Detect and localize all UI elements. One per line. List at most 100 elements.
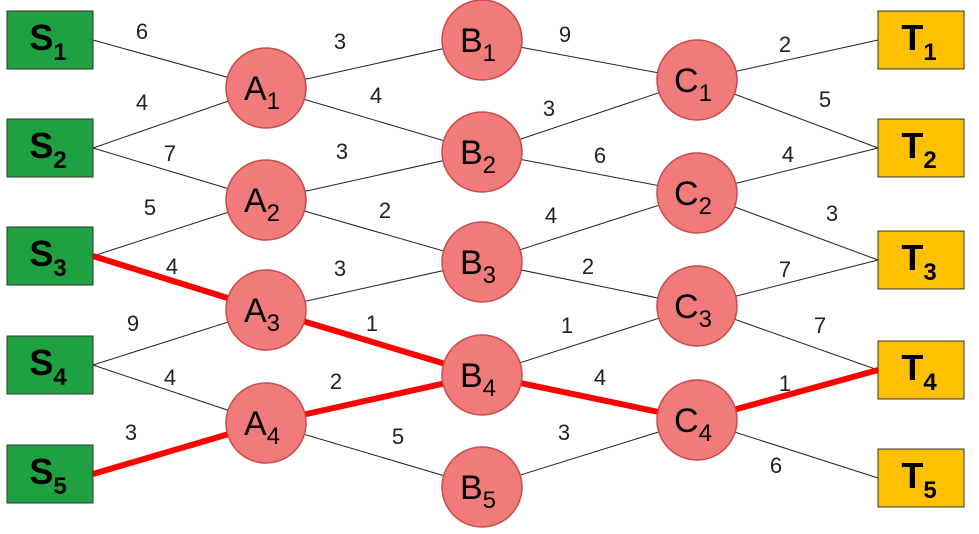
- node-subscript: 2: [923, 147, 936, 174]
- edge-weight-a4-b5: 5: [392, 424, 404, 449]
- node-subscript: 5: [923, 477, 936, 504]
- node-label: T1: [901, 17, 936, 66]
- node-circle: [225, 47, 307, 129]
- edge-weight-s3-a2: 5: [144, 195, 156, 220]
- node-subscript: 1: [699, 80, 712, 107]
- nodes-layer: S1S2S3S4S5A1A2A3A4B1B2B3B4B5C1C2C3C4T1T2…: [6, 0, 965, 528]
- edge-weight-a3-b4: 1: [366, 311, 378, 336]
- node-c2: C2: [656, 152, 738, 234]
- node-letter: T: [901, 347, 923, 388]
- edge-weight-b1-c1: 9: [559, 22, 571, 47]
- node-letter: T: [901, 455, 923, 496]
- node-label: T5: [901, 455, 936, 504]
- node-letter: T: [901, 125, 923, 166]
- edge-weight-s2-a1: 4: [136, 90, 148, 115]
- node-box: [6, 118, 94, 178]
- node-label: A3: [244, 292, 280, 337]
- node-box: [6, 444, 94, 504]
- node-subscript: 4: [923, 369, 937, 396]
- node-a2: A2: [225, 159, 307, 241]
- node-a1: A1: [225, 47, 307, 129]
- node-letter: A: [244, 70, 267, 108]
- node-b2: B2: [441, 111, 523, 193]
- node-subscript: 2: [483, 152, 496, 179]
- node-t2: T2: [877, 118, 965, 178]
- node-subscript: 4: [53, 364, 67, 391]
- node-b1: B1: [441, 0, 523, 81]
- node-circle: [441, 0, 523, 81]
- node-subscript: 1: [53, 39, 66, 66]
- node-subscript: 3: [53, 255, 66, 282]
- edge-weight-c2-t3: 3: [826, 201, 838, 226]
- edge-weight-b5-c4: 3: [558, 420, 570, 445]
- node-c3: C3: [656, 265, 738, 347]
- node-subscript: 1: [267, 88, 280, 115]
- node-t3: T3: [877, 230, 965, 290]
- node-label: B3: [460, 244, 496, 289]
- edge-weight-c1-t2: 5: [819, 87, 831, 112]
- node-circle: [656, 379, 738, 461]
- edge-weight-s3-a3: 4: [166, 254, 178, 279]
- node-t1: T1: [877, 10, 965, 70]
- node-subscript: 5: [483, 487, 496, 514]
- node-circle: [441, 334, 523, 416]
- node-letter: A: [244, 405, 267, 443]
- node-s2: S2: [6, 118, 94, 178]
- node-label: T2: [901, 125, 936, 174]
- node-label: S2: [29, 125, 66, 174]
- edge-weight-a4-b4: 2: [330, 369, 342, 394]
- edge-weight-c1-t1: 2: [779, 32, 791, 57]
- node-circle: [441, 446, 523, 528]
- node-circle: [225, 269, 307, 351]
- node-letter: C: [674, 288, 699, 326]
- node-box: [6, 335, 94, 395]
- node-circle: [656, 265, 738, 347]
- node-s1: S1: [6, 10, 94, 70]
- node-label: A1: [244, 70, 280, 115]
- node-label: C3: [674, 288, 712, 333]
- edge-weight-b2-c1: 3: [543, 96, 555, 121]
- node-letter: B: [460, 469, 483, 507]
- node-box: [877, 340, 965, 400]
- node-label: A2: [244, 182, 280, 227]
- node-letter: S: [29, 233, 53, 274]
- node-letter: C: [674, 402, 699, 440]
- node-label: B4: [460, 357, 496, 402]
- node-circle: [441, 221, 523, 303]
- node-subscript: 4: [699, 420, 712, 447]
- edge-weight-c3-t3: 7: [779, 257, 791, 282]
- node-s4: S4: [6, 335, 94, 395]
- node-a3: A3: [225, 269, 307, 351]
- edge-weight-s1-a1: 6: [136, 19, 148, 44]
- edge-weight-a1-b2: 4: [370, 83, 382, 108]
- edge-weight-s4-a3: 9: [127, 311, 139, 336]
- edge-weight-c4-t5: 6: [770, 453, 782, 478]
- node-subscript: 2: [699, 193, 712, 220]
- node-circle: [225, 382, 307, 464]
- node-subscript: 4: [267, 423, 280, 450]
- node-subscript: 3: [699, 306, 712, 333]
- node-subscript: 3: [267, 310, 280, 337]
- node-letter: S: [29, 17, 53, 58]
- node-label: A4: [244, 405, 280, 450]
- node-letter: C: [674, 62, 699, 100]
- node-b4: B4: [441, 334, 523, 416]
- node-label: S5: [29, 451, 66, 500]
- node-label: S3: [29, 233, 66, 282]
- node-letter: T: [901, 17, 923, 58]
- node-subscript: 2: [53, 147, 66, 174]
- node-letter: A: [244, 182, 267, 220]
- edge-weight-c3-t4: 7: [814, 313, 826, 338]
- node-c4: C4: [656, 379, 738, 461]
- node-label: B1: [460, 22, 496, 67]
- node-a4: A4: [225, 382, 307, 464]
- node-label: S1: [29, 17, 66, 66]
- edge-weight-a2-b2: 3: [336, 139, 348, 164]
- edge-weight-s2-a2: 7: [164, 141, 176, 166]
- node-letter: S: [29, 451, 53, 492]
- node-subscript: 3: [923, 259, 936, 286]
- edge-weight-s5-a4: 3: [125, 420, 137, 445]
- edge-weight-c4-t4: 1: [779, 371, 791, 396]
- edge-weight-c2-t2: 4: [782, 142, 794, 167]
